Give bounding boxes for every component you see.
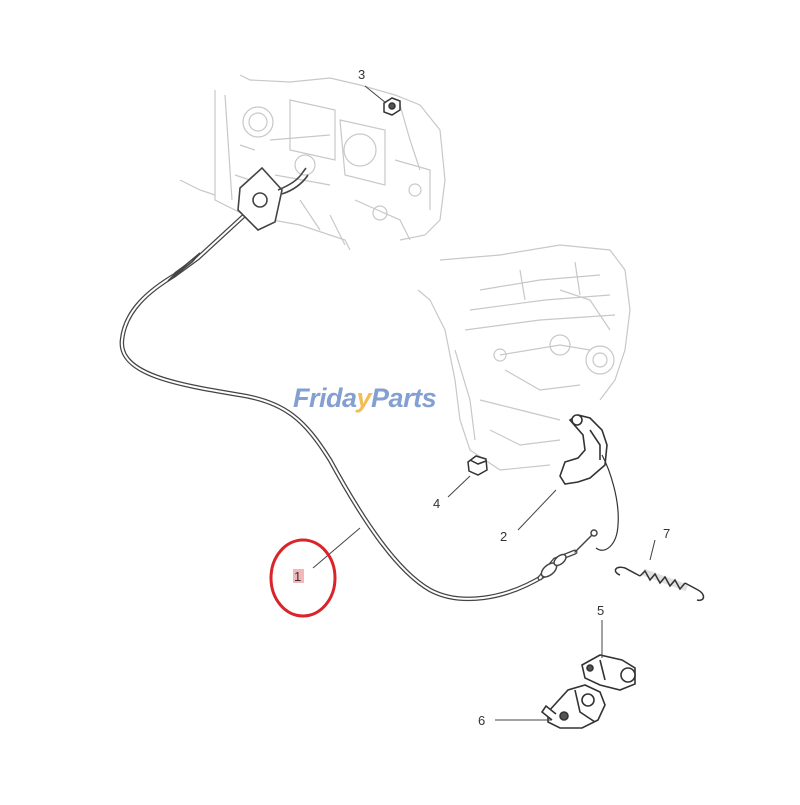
watermark-part-2: y (356, 383, 372, 413)
nut-part-3 (383, 97, 401, 116)
callout-4: 4 (433, 496, 441, 511)
transmission-housing (417, 244, 631, 471)
leader-3 (364, 85, 387, 104)
leader-4 (447, 475, 471, 498)
engine-block-upper (179, 74, 446, 251)
watermark: FridayParts (293, 383, 437, 414)
leader-1 (312, 527, 361, 569)
watermark-part-1: Frida (293, 383, 357, 413)
clutch-cable (119, 209, 598, 602)
callout-1: 1 (294, 569, 302, 584)
highlight-marker (293, 569, 304, 583)
release-bracket-part-6 (540, 684, 606, 729)
leader-lines (312, 85, 656, 721)
highlight-circle (269, 538, 337, 618)
callout-2: 2 (500, 529, 508, 544)
leader-7 (649, 539, 656, 561)
callout-3: 3 (358, 67, 366, 82)
bracket-part-2 (559, 414, 619, 551)
callout-7: 7 (663, 526, 671, 541)
pivot-bracket-part-5 (581, 654, 636, 691)
watermark-part-3: Parts (371, 383, 437, 413)
firewall-mount-plate (237, 166, 309, 231)
callout-6: 6 (478, 713, 486, 728)
callout-5: 5 (597, 603, 605, 618)
leader-2 (517, 489, 557, 531)
nut-part-4 (467, 455, 488, 476)
spring-part-7 (614, 566, 705, 602)
